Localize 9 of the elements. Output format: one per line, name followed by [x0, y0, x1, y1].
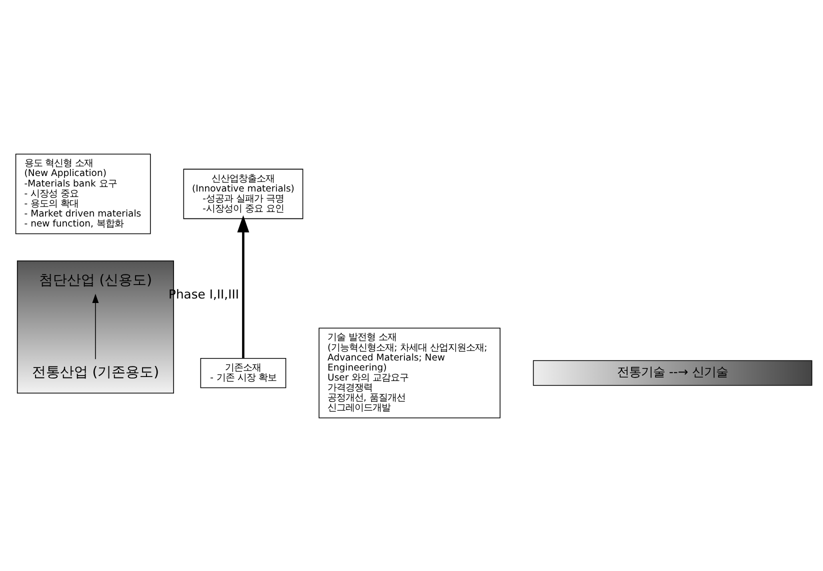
node-box: 기존소재 - 기존 시장 확보: [200, 357, 286, 388]
node-box: 기술 발전형 소재 (기능혁신형소재; 차세대 산업지원소재; Advanced Materials; New Engineering) User 와의 교감요구 가격경쟁력 공정개선, 품질개선 신그레이드개발: [318, 327, 500, 418]
node-text: 전통산업 (기존용도): [32, 364, 160, 380]
node-box: 신산업창출소재 (Innovative materials) -성공과 실패가 극명 -시장성이 중요 요인: [183, 168, 304, 219]
node-text: 첨단산업 (신용도): [38, 272, 152, 288]
arrow: [237, 214, 250, 358]
node-box: 용도 혁신형 소재 (New Application) -Materials bank 요구 - 시장성 중요 - 용도의 확대 - Market driven materials - new function, 복합화: [15, 153, 151, 234]
node-box: 전통기술 --→ 신기술: [532, 360, 812, 386]
arrow: [92, 293, 99, 359]
